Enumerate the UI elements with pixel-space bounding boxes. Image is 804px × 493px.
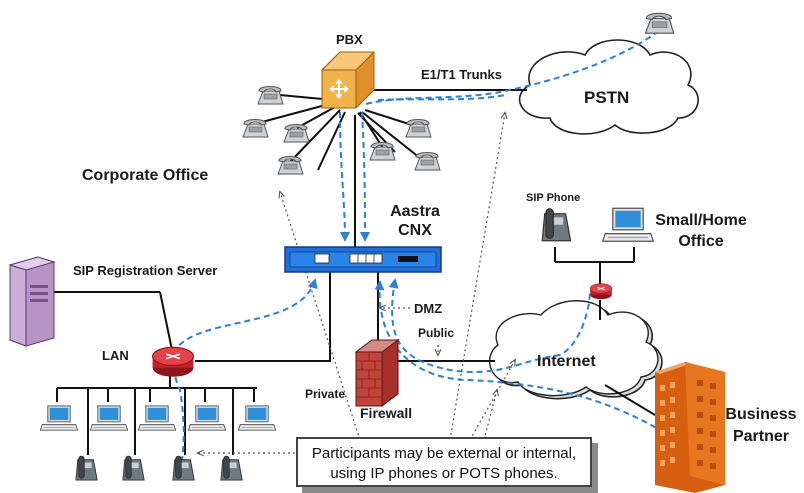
- aastra-cnx-appliance: [284, 246, 442, 273]
- corporate-office-label: Corporate Office: [82, 167, 209, 184]
- sip-phone-label: SIP Phone: [526, 192, 581, 204]
- computer-icon: [188, 405, 226, 431]
- computer-icon: [138, 405, 176, 431]
- router-icon: [589, 283, 613, 300]
- sip-phone-icon: [220, 455, 243, 481]
- lan-label: LAN: [102, 348, 129, 363]
- firewall-icon: [354, 339, 400, 407]
- desk-phone-icon: [277, 156, 304, 175]
- callout-line-2: using IP phones or POTS phones.: [330, 465, 558, 482]
- server-icon: [8, 256, 56, 347]
- router-icon: [151, 346, 195, 378]
- desk-phone-icon: [414, 152, 441, 171]
- business-label: Business: [725, 406, 797, 423]
- computer-icon: [40, 405, 78, 431]
- desk-phone-icon: [644, 12, 675, 34]
- desk-phone-icon: [283, 124, 310, 143]
- private-label: Private: [305, 387, 346, 401]
- internet-label: Internet: [537, 353, 596, 370]
- building-icon: [655, 362, 725, 493]
- dmz-label: DMZ: [414, 301, 443, 316]
- pstn-label: PSTN: [584, 88, 630, 107]
- sip-registration-server-label: SIP Registration Server: [73, 263, 218, 278]
- pstn-cloud-icon: [518, 39, 699, 135]
- computer-icon: [238, 405, 276, 431]
- callout-line-1: Participants may be external or internal…: [311, 445, 577, 462]
- pbx-switch-icon: [320, 51, 376, 109]
- desk-phone-icon: [257, 86, 284, 105]
- call-flow-paths: [171, 29, 701, 471]
- small-home-label: Small/Home: [655, 212, 747, 229]
- computer-icon: [90, 405, 128, 431]
- office-label: Office: [678, 233, 724, 250]
- sip-phone-icon: [541, 208, 572, 242]
- desk-phone-icon: [369, 142, 396, 161]
- sip-phone-icon: [75, 455, 98, 481]
- public-label: Public: [418, 326, 455, 340]
- sip-phone-icon: [122, 455, 145, 481]
- pbx-label: PBX: [336, 32, 363, 47]
- cnx-label: CNX: [398, 222, 432, 239]
- e1t1-trunks-label: E1/T1 Trunks: [421, 67, 502, 82]
- internet-cloud-icon: [488, 300, 663, 400]
- participants-callout: Participants may be external or internal…: [296, 437, 592, 487]
- computer-icon: [602, 207, 654, 242]
- callout-pointers: [198, 113, 515, 453]
- desk-phone-icon: [242, 119, 269, 138]
- desk-phone-icon: [405, 119, 432, 138]
- partner-label: Partner: [732, 428, 790, 445]
- aastra-label: Aastra: [390, 203, 440, 220]
- sip-phone-icon: [172, 455, 195, 481]
- firewall-label: Firewall: [360, 405, 413, 421]
